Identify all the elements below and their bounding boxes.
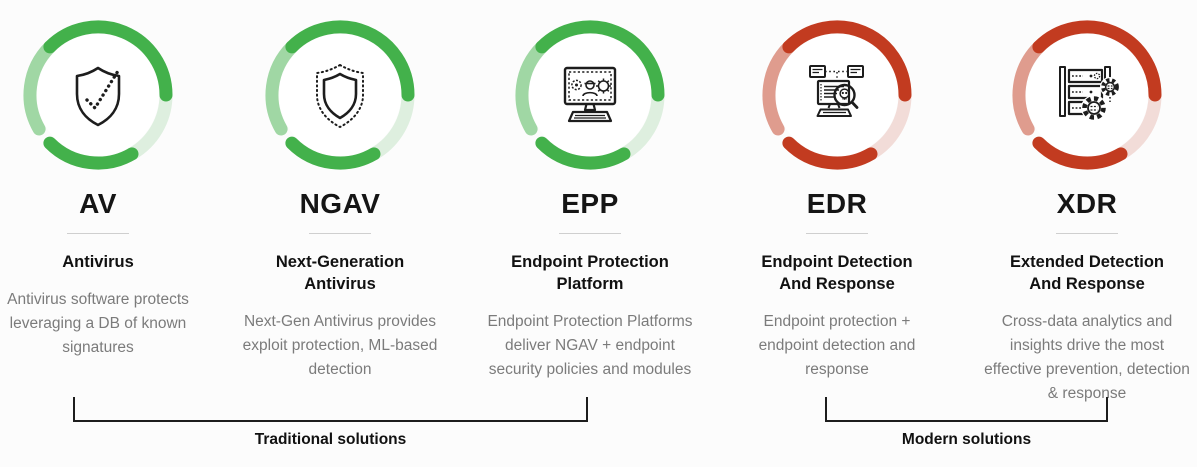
green-progress-ring (23, 20, 173, 170)
xdr-acronym: XDR (1056, 188, 1118, 219)
divider (1056, 233, 1118, 234)
modern-solutions-label: Modern solutions (901, 431, 1032, 448)
divider (67, 233, 129, 234)
xdr-badge (1012, 20, 1162, 170)
red-progress-ring (1012, 20, 1162, 170)
av-description: Antivirus software protects leveraging a… (7, 291, 189, 356)
green-progress-ring (265, 20, 415, 170)
monitor-threat-scan-icon (563, 66, 617, 123)
server-gears-icon (1059, 66, 1120, 121)
red-progress-ring (762, 20, 912, 170)
green-progress-ring (515, 20, 665, 170)
av-badge (23, 20, 173, 170)
epp-badge (515, 20, 665, 170)
ngav-acronym: NGAV (299, 188, 381, 219)
solution-column-ngav: NGAV Next-Generation Antivirus Next-Gen … (233, 0, 447, 382)
edr-description: Endpoint protection + endpoint detection… (758, 313, 916, 378)
edr-acronym: EDR (806, 188, 868, 219)
solution-column-edr: EDR Endpoint Detection And Response Endp… (730, 0, 944, 382)
divider (559, 233, 621, 234)
av-acronym: AV (79, 188, 117, 219)
divider (309, 233, 371, 234)
edr-name: Endpoint Detection And Response (761, 253, 913, 293)
ngav-name: Next-Generation Antivirus (275, 253, 405, 293)
xdr-description: Cross-data analytics and insights drive … (984, 313, 1190, 402)
solution-column-xdr: XDR Extended Detection And Response Cros… (980, 0, 1194, 406)
monitor-skull-magnifier-icon (809, 65, 864, 117)
xdr-name: Extended Detection And Response (1009, 253, 1165, 293)
dotted-shield-icon (316, 64, 364, 128)
ngav-badge (265, 20, 415, 170)
epp-description: Endpoint Protection Platforms deliver NG… (487, 313, 693, 378)
edr-badge (762, 20, 912, 170)
traditional-solutions-bracket (73, 397, 588, 422)
solution-column-av: AV Antivirus Antivirus software protects… (0, 0, 196, 360)
divider (806, 233, 868, 234)
solution-column-epp: EPP Endpoint Protection Platform Endpoin… (483, 0, 697, 382)
av-name: Antivirus (62, 253, 134, 271)
shield-check-icon (75, 66, 121, 127)
epp-name: Endpoint Protection Platform (511, 253, 669, 293)
epp-acronym: EPP (561, 188, 619, 219)
traditional-solutions-label: Traditional solutions (254, 431, 407, 448)
modern-solutions-bracket (825, 397, 1108, 422)
ngav-description: Next-Gen Antivirus provides exploit prot… (242, 313, 438, 378)
